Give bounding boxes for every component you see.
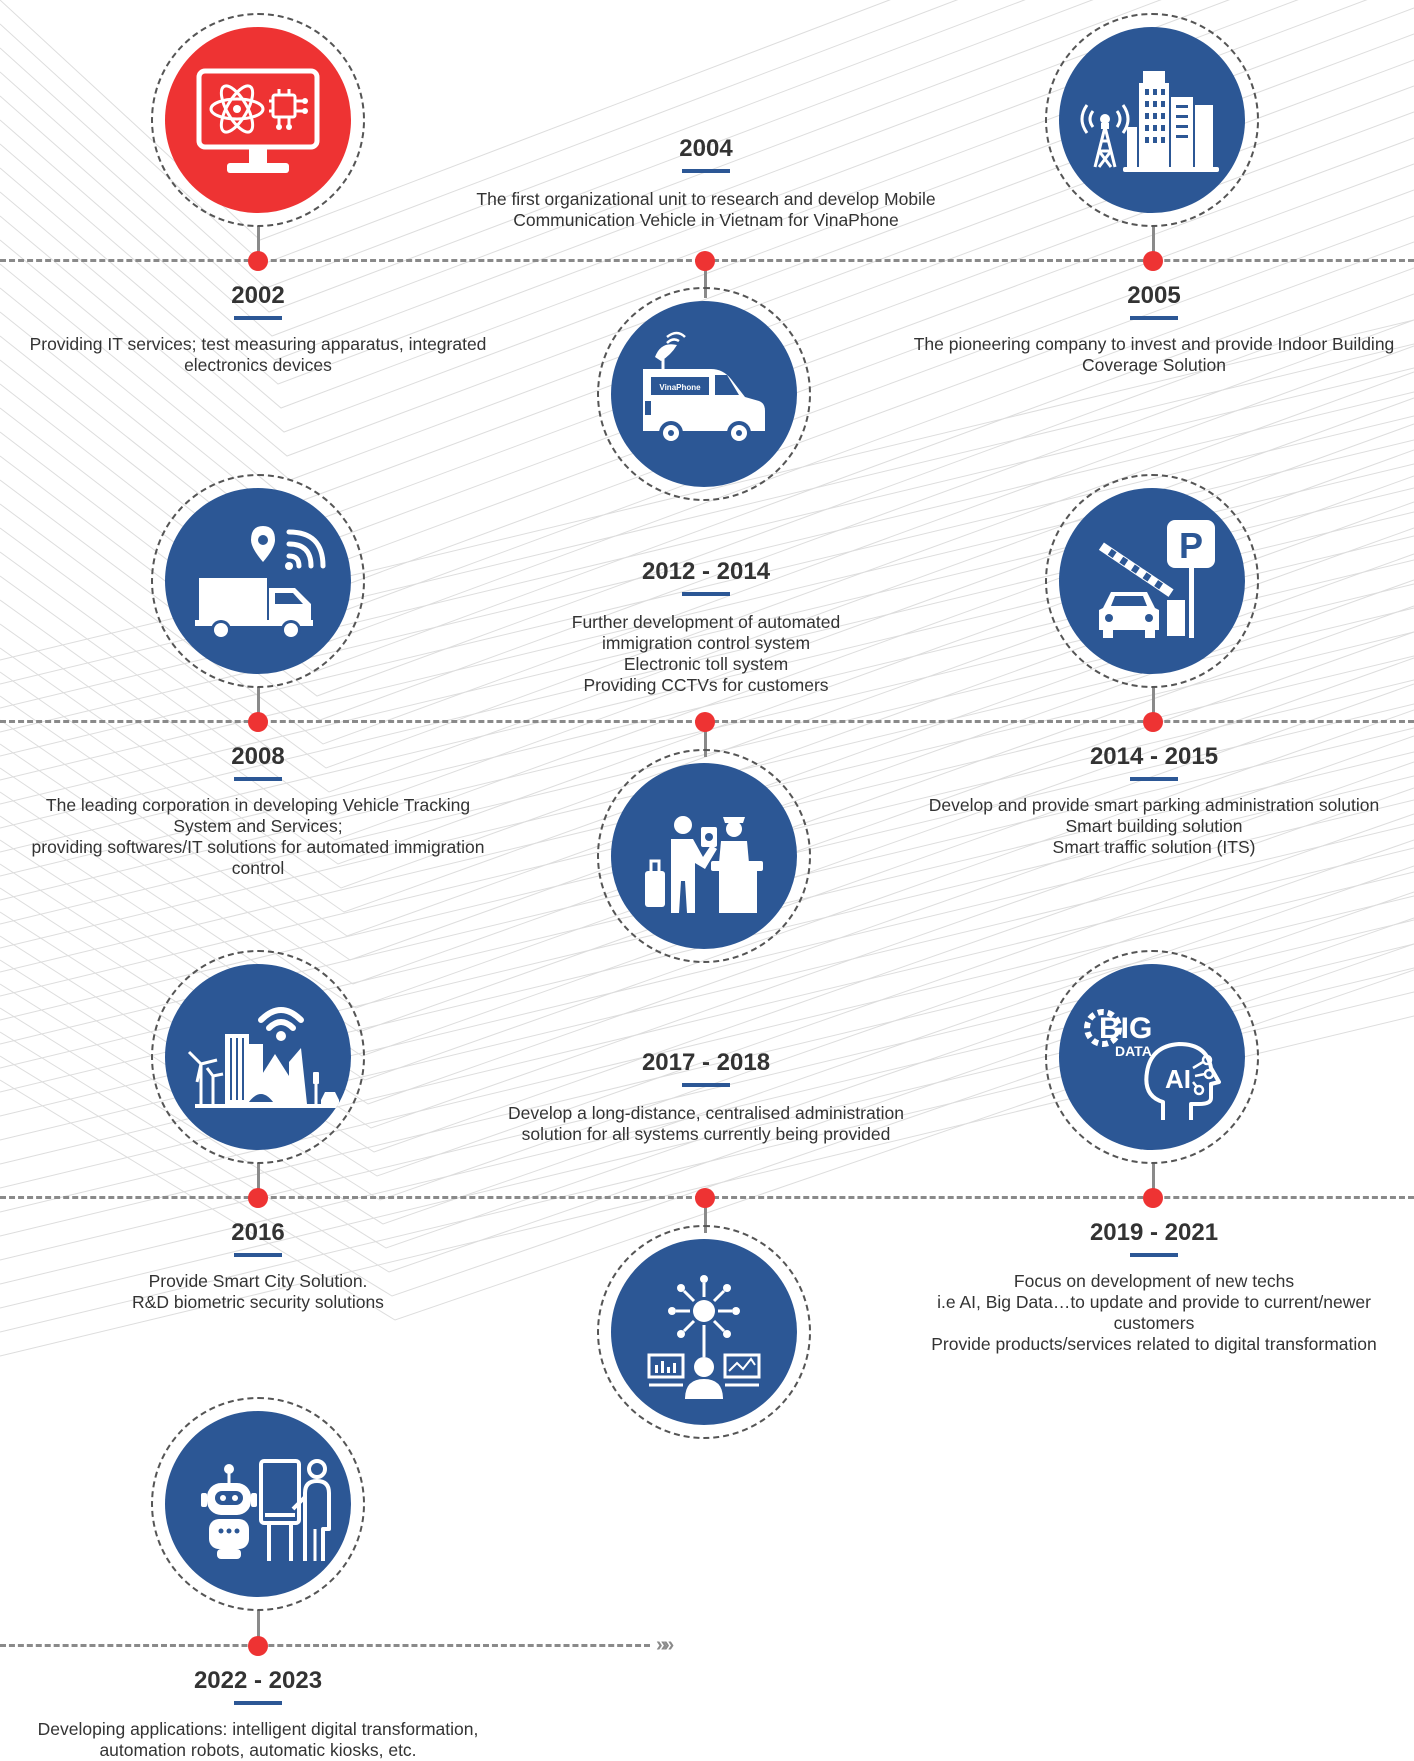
milestone-2002-underline: [234, 316, 282, 320]
timeline-dot-2017-2018: [695, 1188, 715, 1208]
bigdata-ai-icon: BIG DATA AI: [1059, 964, 1245, 1150]
milestone-2008-underline: [234, 777, 282, 781]
timeline-dot-2004: [695, 251, 715, 271]
timeline-dot-2019-2021: [1143, 1188, 1163, 1208]
svg-text:AI: AI: [1165, 1064, 1191, 1094]
timeline-dot-2016: [248, 1188, 268, 1208]
timeline-dot-2014-2015: [1143, 712, 1163, 732]
milestone-2004-underline: [682, 169, 730, 173]
milestone-2022-2023-node: [151, 1397, 365, 1611]
milestone-2014-2015-year: 2014 - 2015: [1089, 743, 1219, 770]
milestone-2008-description: The leading corporation in developing Ve…: [31, 795, 485, 878]
connector-2008: [257, 687, 260, 721]
milestone-2002-description: Providing IT services; test measuring ap…: [29, 334, 487, 375]
milestone-2004-node: VinaPhone: [597, 287, 811, 501]
milestone-2008-node: [151, 474, 365, 688]
milestone-2004-description: The first organizational unit to researc…: [476, 189, 936, 230]
milestone-2005-year: 2005: [1127, 282, 1181, 309]
timeline-dot-2012-2014: [695, 712, 715, 732]
timeline-arrow: »»: [656, 1634, 674, 1656]
parking-barrier-icon: P: [1059, 488, 1245, 674]
milestone-2019-2021-description: Focus on development of new techs i.e AI…: [931, 1271, 1377, 1354]
tower-building-icon: [1059, 27, 1245, 213]
milestone-2012-2014-year: 2012 - 2014: [641, 558, 771, 585]
milestone-2019-2021-underline: [1130, 1253, 1178, 1257]
immigration-desk-icon: [611, 763, 797, 949]
milestone-2004-year: 2004: [679, 135, 733, 162]
milestone-2019-2021-node: BIG DATA AI: [1045, 950, 1259, 1164]
truck-tracking-icon: [165, 488, 351, 674]
milestone-2012-2014-underline: [682, 592, 730, 596]
connector-2012-2014: [704, 721, 707, 757]
timeline-dot-2008: [248, 712, 268, 732]
milestone-2005-description: The pioneering company to invest and pro…: [913, 334, 1395, 375]
connector-2005: [1152, 226, 1155, 260]
milestone-2022-2023-description: Developing applications: intelligent dig…: [37, 1719, 479, 1760]
svg-text:P: P: [1179, 525, 1203, 566]
vinaphone-van-icon: VinaPhone: [611, 301, 797, 487]
milestone-2016-description: Provide Smart City Solution. R&D biometr…: [132, 1271, 384, 1312]
svg-text:BIG: BIG: [1099, 1012, 1152, 1045]
connector-2019-2021: [1152, 1163, 1155, 1197]
milestone-2016-node: [151, 950, 365, 1164]
milestone-2002-year: 2002: [231, 282, 285, 309]
connector-2004: [704, 260, 707, 298]
milestone-2012-2014-description: Further development of automated immigra…: [571, 612, 841, 695]
svg-text:VinaPhone: VinaPhone: [659, 383, 701, 392]
timeline-dot-2002: [248, 251, 268, 271]
milestone-2017-2018-description: Develop a long-distance, centralised adm…: [508, 1103, 904, 1144]
milestone-2005-node: [1045, 13, 1259, 227]
milestone-2022-2023-underline: [234, 1701, 282, 1705]
robot-kiosk-icon: [165, 1411, 351, 1597]
milestone-2016-underline: [234, 1253, 282, 1257]
milestone-2014-2015-description: Develop and provide smart parking admini…: [928, 795, 1380, 857]
connector-2017-2018: [704, 1197, 707, 1233]
network-monitor-icon: [611, 1239, 797, 1425]
timeline-row-4: [0, 1644, 650, 1647]
timeline-dot-2022-2023: [248, 1636, 268, 1656]
smart-city-icon: [165, 964, 351, 1150]
milestone-2014-2015-underline: [1130, 777, 1178, 781]
milestone-2017-2018-node: [597, 1225, 811, 1439]
connector-2014-2015: [1152, 687, 1155, 721]
svg-text:DATA: DATA: [1115, 1043, 1152, 1059]
milestone-2022-2023-year: 2022 - 2023: [193, 1667, 323, 1694]
connector-2016: [257, 1163, 260, 1197]
milestone-2017-2018-year: 2017 - 2018: [641, 1049, 771, 1076]
milestone-2002-node: [151, 13, 365, 227]
milestone-2019-2021-year: 2019 - 2021: [1089, 1219, 1219, 1246]
connector-2022-2023: [257, 1610, 260, 1644]
milestone-2005-underline: [1130, 316, 1178, 320]
timeline-dot-2005: [1143, 251, 1163, 271]
connector-2002: [257, 226, 260, 260]
milestone-2012-2014-node: [597, 749, 811, 963]
computer-atom-chip-icon: [165, 27, 351, 213]
milestone-2016-year: 2016: [231, 1219, 285, 1246]
milestone-2017-2018-underline: [682, 1083, 730, 1087]
milestone-2014-2015-node: P: [1045, 474, 1259, 688]
milestone-2008-year: 2008: [231, 743, 285, 770]
